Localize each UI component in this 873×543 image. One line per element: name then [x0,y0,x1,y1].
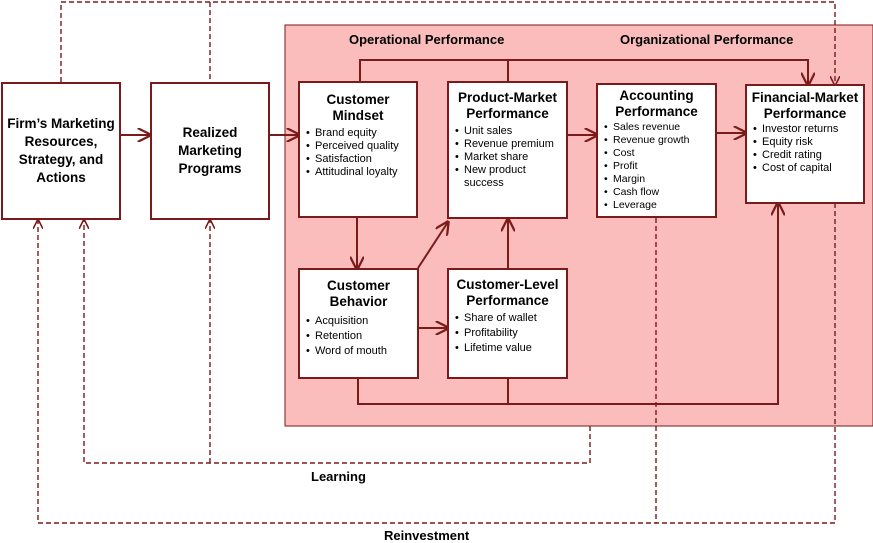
customer-behavior-list: Acquisition Retention Word of mouth [300,314,417,359]
list-item: Lifetime value [455,341,566,356]
list-item: Margin [604,173,715,186]
list-item: Unit sales [455,125,566,138]
financial-market-list: Investor returns Equity risk Credit rati… [747,123,863,175]
reinvestment-label: Reinvestment [384,528,470,543]
list-item: Attitudinal loyalty [306,166,416,179]
list-item: Cost of capital [753,162,863,175]
top-feedback-loop [60,1,835,85]
customer-mindset-list: Brand equity Perceived quality Satisfact… [300,127,416,179]
product-market-list: Unit sales Revenue premium Market share … [449,125,566,190]
list-item: Satisfaction [306,153,416,166]
top-bypass-line [359,59,808,85]
list-item: Credit rating [753,149,863,162]
customer-behavior-box: Customer Behavior Acquisition Retention … [298,268,419,379]
firm-box-title: Firm’s Marketing Resources, Strategy, an… [7,116,115,185]
customer-level-list: Share of wallet Profitability Lifetime v… [449,311,566,356]
reinvestment-loop [38,203,836,524]
organizational-performance-label: Organizational Performance [620,32,794,47]
list-item: Profitability [455,326,566,341]
customer-level-title: Customer-Level Performance [456,277,559,308]
list-item: Share of wallet [455,311,566,326]
list-item: Retention [306,329,417,344]
arrow-behavior-to-product-market [417,222,448,269]
financial-market-title: Financial-Market Performance [751,90,859,121]
list-item: Leverage [604,199,715,212]
list-item: Equity risk [753,136,863,149]
list-item: Cash flow [604,186,715,199]
list-item: Perceived quality [306,140,416,153]
bottom-bypass-line [357,203,778,405]
customer-level-box: Customer-Level Performance Share of wall… [447,268,568,379]
customer-mindset-box: Customer Mindset Brand equity Perceived … [298,81,418,218]
list-item: Word of mouth [306,344,417,359]
list-item: Profit [604,160,715,173]
realized-programs-box-title: Realized Marketing Programs [178,125,242,176]
list-item: Acquisition [306,314,417,329]
firm-box: Firm’s Marketing Resources, Strategy, an… [1,82,121,220]
accounting-box: Accounting Performance Sales revenue Rev… [596,83,717,218]
list-item: Market share [455,151,566,164]
list-item: Revenue premium [455,138,566,151]
list-item: Revenue growth [604,134,715,147]
list-item: Brand equity [306,127,416,140]
list-item: Sales revenue [604,121,715,134]
learning-loop [84,220,591,464]
product-market-title: Product-Market Performance [457,90,557,121]
list-item: New product success [455,164,566,190]
financial-market-box: Financial-Market Performance Investor re… [745,84,865,204]
customer-mindset-title: Customer Mindset [326,92,390,123]
realized-programs-box: Realized Marketing Programs [150,82,270,220]
learning-label: Learning [311,469,366,484]
accounting-list: Sales revenue Revenue growth Cost Profit… [598,121,715,212]
product-market-box: Product-Market Performance Unit sales Re… [447,81,568,219]
operational-performance-label: Operational Performance [349,32,505,47]
list-item: Investor returns [753,123,863,136]
list-item: Cost [604,147,715,160]
customer-behavior-title: Customer Behavior [326,278,390,309]
accounting-title: Accounting Performance [615,88,698,119]
